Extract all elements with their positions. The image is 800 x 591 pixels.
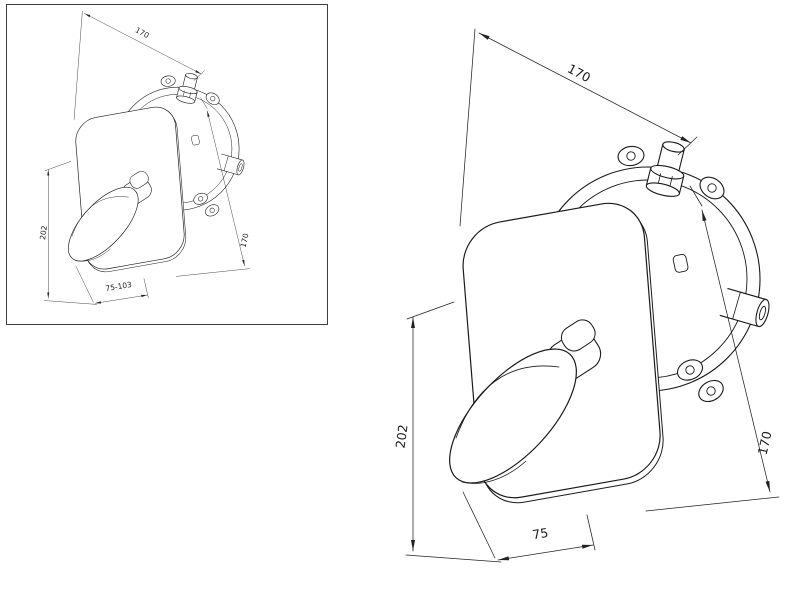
thumbnail-box: 170 202 170 75-103 xyxy=(6,4,328,325)
dim-label-bottom: 75 xyxy=(531,525,549,542)
dim-label-top: 170 xyxy=(565,61,593,85)
dim-label-right: 170 xyxy=(755,430,775,457)
dim-label-right: 170 xyxy=(239,232,251,248)
dim-label-left: 202 xyxy=(38,225,49,241)
dim-label-bottom: 75-103 xyxy=(105,280,133,293)
dim-label-top: 170 xyxy=(134,25,151,40)
main-drawing: 170 202 170 75 xyxy=(392,14,800,586)
thumbnail-drawing: 170 202 170 75-103 xyxy=(38,5,251,324)
dim-label-left: 202 xyxy=(392,424,410,450)
